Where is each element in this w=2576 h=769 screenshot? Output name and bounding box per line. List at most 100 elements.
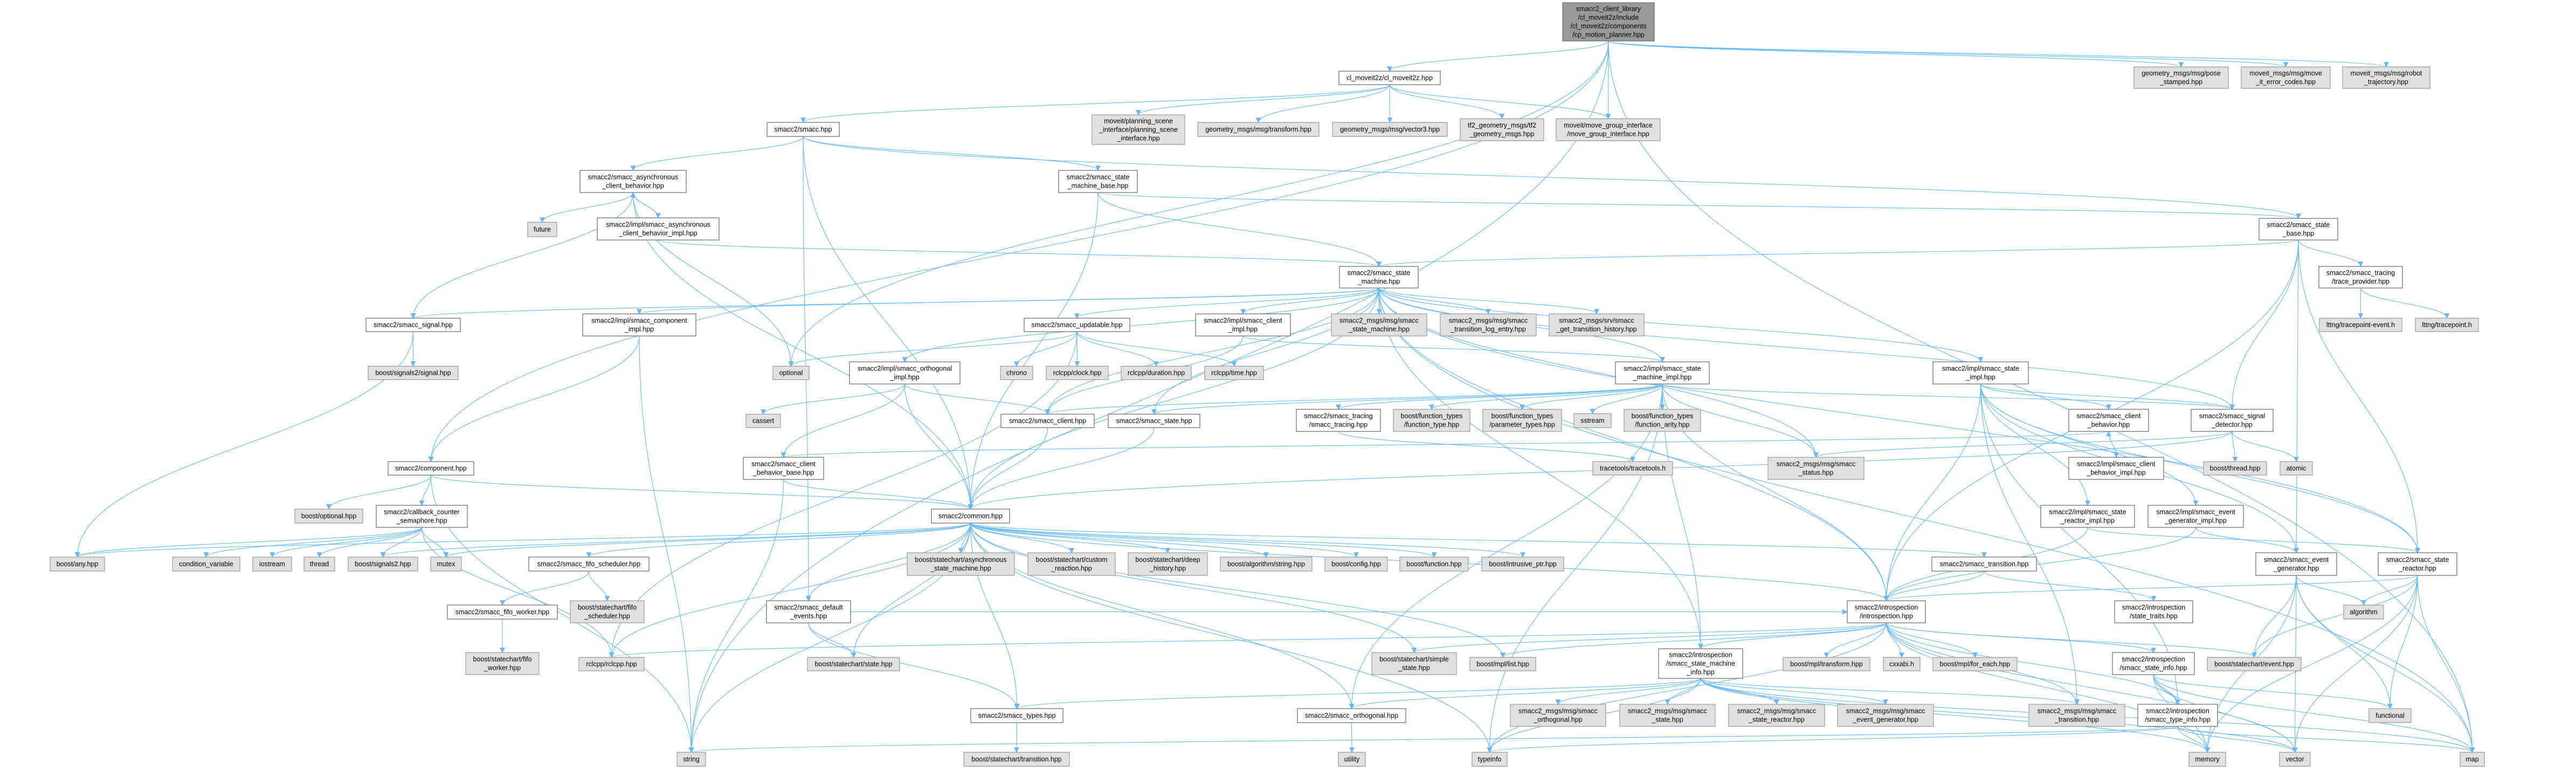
node-smacc2-smacc-transition-hpp[interactable]: smacc2/smacc_transition.hpp [1931,557,2037,572]
node-boost-mpl-transform-hpp: boost/mpl/transform.hpp [1783,657,1870,671]
node-label: smacc2/smacc_state.hpp [1116,417,1192,425]
node-label: _state_reactor.hpp [1748,716,1805,724]
node-smacc2-smacc-signal-detector-hpp[interactable]: smacc2/smacc_signal_detector.hpp [2191,409,2274,432]
node-smacc2-client-library-cl-moveit2z-include-cl-moveit2z-components-cp-motion-planner-hpp[interactable]: smacc2_client_library/cl_moveit2z/includ… [1562,2,1655,42]
node-label: optional [779,369,803,377]
edge-common-to-boost_any [75,523,971,558]
node-smacc2-smacc-tracing-trace-provider-hpp[interactable]: smacc2/smacc_tracing/trace_provider.hpp [2318,266,2403,289]
edge-callback_sem-to-condition_variable [203,527,423,558]
node-utility: utility [1338,752,1366,767]
node-smacc2-impl-smacc-client-behavior-impl-hpp[interactable]: smacc2/impl/smacc_client_behavior_impl.h… [2068,457,2164,480]
node-label: _stamped.hpp [2159,78,2202,86]
node-label: _history.hpp [1149,565,1186,572]
node-label: smacc2/smacc_state [1067,174,1130,181]
node-box [1847,600,1926,623]
node-box [447,605,558,620]
node-smacc2-impl-smacc-state-reactor-impl-hpp[interactable]: smacc2/impl/smacc_state_reactor_impl.hpp [2040,505,2135,528]
node-smacc2-smacc-state-machine-hpp[interactable]: smacc2/smacc_state_machine.hpp [1339,266,1419,289]
node-boost-any-hpp: boost/any.hpp [50,557,105,572]
node-mutex: mutex [430,557,462,572]
node-smacc2-msgs-msg-smacc-transition-hpp: smacc2_msgs/msg/smacc_transition.hpp [2028,704,2125,727]
node-label: boost/statechart/event.hpp [2214,661,2294,668]
node-smacc2-smacc-client-behavior-base-hpp[interactable]: smacc2/smacc_client_behavior_base.hpp [743,457,824,480]
node-smacc2-impl-smacc-state-machine-impl-hpp[interactable]: smacc2/impl/smacc_state_machine_impl.hpp [1615,361,1710,384]
node-box [807,657,900,671]
node-smacc2-smacc-tracing-smacc-tracing-hpp[interactable]: smacc2/smacc_tracing/smacc_tracing.hpp [1296,409,1381,432]
node-smacc2-smacc-asynchronous-client-behavior-hpp[interactable]: smacc2/smacc_asynchronous_client_behavio… [579,170,687,193]
node-label: boost/statechart/fifo [578,604,637,612]
node-smacc2-smacc-fifo-scheduler-hpp[interactable]: smacc2/smacc_fifo_scheduler.hpp [528,557,650,572]
node-boost-statechart-fifo-scheduler-hpp: boost/statechart/fifo_scheduler.hpp [570,600,645,623]
node-box [2137,704,2218,727]
node-box [2112,652,2195,675]
node-smacc2-smacc-orthogonal-hpp[interactable]: smacc2/smacc_orthogonal.hpp [1297,708,1406,723]
node-label: _client_behavior_impl.hpp [618,230,697,237]
node-label: geometry_msgs/msg/pose [2142,70,2221,77]
node-label: boost/optional.hpp [301,512,356,520]
node-label: _client_behavior.hpp [602,182,664,190]
node-label: cl_moveit2z/cl_moveit2z.hpp [1346,74,1433,82]
node-smacc2-smacc-state-reactor-hpp[interactable]: smacc2/smacc_state_reactor.hpp [2378,552,2457,576]
node-smacc2-smacc-default-events-hpp[interactable]: smacc2/smacc_default_events.hpp [766,600,851,623]
node-smacc2-impl-smacc-component-impl-hpp[interactable]: smacc2/impl/smacc_component_impl.hpp [582,313,696,337]
node-smacc2-callback-counter-semaphore-hpp[interactable]: smacc2/callback_counter_semaphore.hpp [376,505,468,528]
node-boost-signals2-hpp: boost/signals2.hpp [348,557,418,572]
node-smacc2-smacc-event-generator-hpp[interactable]: smacc2/smacc_event_generator.hpp [2255,552,2337,576]
node-smacc2-smacc-fifo-worker-hpp[interactable]: smacc2/smacc_fifo_worker.hpp [447,605,558,620]
node-smacc2-smacc-state-hpp[interactable]: smacc2/smacc_state.hpp [1108,414,1200,428]
node-smacc2-common-hpp[interactable]: smacc2/common.hpp [931,509,1010,524]
node-label: _impl.hpp [1228,326,1258,333]
node-smacc2-impl-smacc-client-impl-hpp[interactable]: smacc2/impl/smacc_client_impl.hpp [1195,313,1291,337]
node-label: moveit/move_group_interface [1564,122,1653,129]
node-boost-mpl-list-hpp: boost/mpl/list.hpp [1469,657,1536,671]
node-smacc2-introspection-smacc-type-info-hpp[interactable]: smacc2/introspection/smacc_type_info.hpp [2137,704,2218,727]
node-smacc2-introspection-state-traits-hpp[interactable]: smacc2/introspection/state_traits.hpp [2114,600,2193,623]
node-label: _behavior.hpp [2087,421,2130,429]
edge-state_base-to-signal_detector [2229,239,2299,410]
node-label: boost/statechart/transition.hpp [971,756,1062,763]
edge-sm_base-to-state_base [1097,192,2301,219]
node-box [2028,704,2125,727]
node-smacc2-smacc-state-base-hpp[interactable]: smacc2/smacc_state_base.hpp [2259,218,2338,241]
node-smacc2-impl-smacc-event-generator-impl-hpp[interactable]: smacc2/impl/smacc_event_generator_impl.h… [2147,505,2244,528]
node-box [1393,409,1470,432]
node-label: smacc2_msgs/msg/smacc [1737,708,1817,715]
node-smacc2-smacc-types-hpp[interactable]: smacc2/smacc_types.hpp [970,708,1063,723]
node-smacc2-introspection-smacc-state-info-hpp[interactable]: smacc2/introspection/smacc_state_info.hp… [2112,652,2195,675]
node-cl-moveit2z-cl-moveit2z-hpp[interactable]: cl_moveit2z/cl_moveit2z.hpp [1338,71,1441,85]
node-lttng-tracepoint-h: lttng/tracepoint.h [2415,318,2479,332]
node-geometry-msgs-msg-vector3-hpp: geometry_msgs/msg/vector3.hpp [1332,122,1448,137]
node-label: smacc2/smacc_orthogonal.hpp [1305,712,1398,719]
edge-fifo_scheduler-to-sc_fifo_scheduler [588,571,610,601]
node-smacc2-component-hpp[interactable]: smacc2/component.hpp [388,461,474,476]
edge-event_generator-to-algorithm [2296,575,2366,606]
edge-component_impl-to-string [639,335,694,753]
node-smacc2-smacc-client-behavior-hpp[interactable]: smacc2/smacc_client_behavior.hpp [2068,409,2149,432]
node-smacc2-smacc-state-machine-base-hpp[interactable]: smacc2/smacc_state_machine_base.hpp [1058,170,1138,193]
node-smacc2-impl-smacc-asynchronous-client-behavior-impl-hpp[interactable]: smacc2/impl/smacc_asynchronous_client_be… [597,217,720,241]
node-boost-statechart-asynchronous-state-machine-hpp: boost/statechart/asynchronous_state_mach… [907,552,1015,576]
edge-cb_base-to-string [688,479,784,753]
edge-state_machine-to-srv_gth [1378,287,1599,314]
edge-state_machine-to-component_impl [637,287,1379,314]
edge-async_cb_impl-to-async_cb [630,192,659,218]
node-box [50,557,105,572]
node-box [2415,318,2479,332]
node-smacc2-introspection-introspection-hpp[interactable]: smacc2/introspection/introspection.hpp [1847,600,1926,623]
node-label: smacc2_msgs/srv/smacc [1559,317,1634,325]
node-box [2068,457,2164,480]
node-box [528,557,650,572]
node-box [303,557,335,572]
node-label: smacc2/introspection [1669,651,1732,659]
node-smacc2-smacc-client-hpp[interactable]: smacc2/smacc_client.hpp [1000,414,1095,428]
node-smacc2-impl-smacc-state-impl-hpp[interactable]: smacc2/impl/smacc_state_impl.hpp [1932,361,2029,384]
node-smacc2-introspection-smacc-state-machine-info-hpp[interactable]: smacc2/introspection/smacc_state_machine… [1658,648,1743,679]
node-smacc2-impl-smacc-orthogonal-impl-hpp[interactable]: smacc2/impl/smacc_orthogonal_impl.hpp [849,361,961,384]
edge-common-to-default_events [806,523,971,601]
node-smacc2-smacc-signal-hpp[interactable]: smacc2/smacc_signal.hpp [365,318,461,332]
node-smacc2-smacc-hpp[interactable]: smacc2/smacc.hpp [766,122,840,137]
edge-state_machine-to-client_impl [1240,287,1379,314]
node-smacc2-smacc-updatable-hpp[interactable]: smacc2/smacc_updatable.hpp [1024,318,1130,332]
node-box [579,170,687,193]
node-box [1619,704,1716,727]
